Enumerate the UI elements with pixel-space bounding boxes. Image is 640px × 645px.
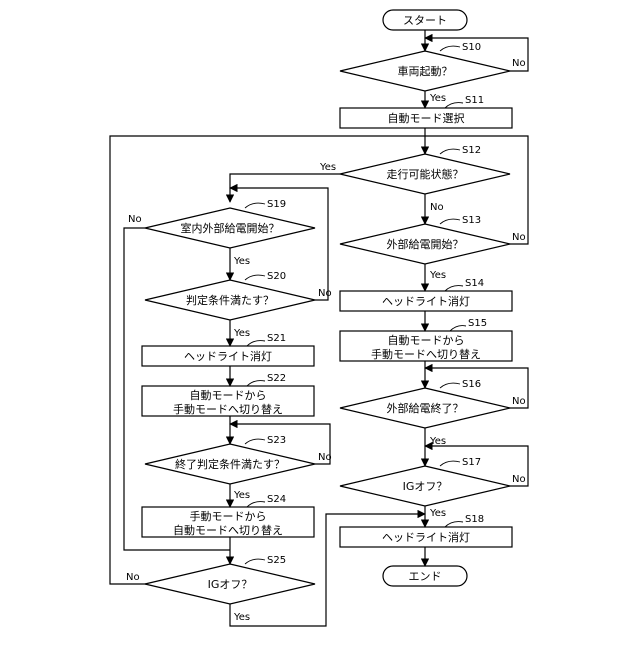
- svg-text:S25: S25: [267, 555, 286, 566]
- process-s22: 自動モードから 手動モードへ切り替え S22: [142, 373, 314, 416]
- svg-text:S13: S13: [462, 215, 481, 226]
- svg-text:No: No: [318, 288, 332, 299]
- end-terminal: エンド: [383, 566, 467, 586]
- svg-text:スタート: スタート: [403, 14, 447, 27]
- svg-text:Yes: Yes: [429, 436, 446, 447]
- svg-text:Yes: Yes: [233, 328, 250, 339]
- svg-text:S24: S24: [267, 494, 286, 505]
- svg-text:室内外部給電開始？: 室内外部給電開始？: [181, 221, 280, 235]
- svg-text:エンド: エンド: [409, 570, 442, 583]
- svg-text:No: No: [512, 474, 526, 485]
- svg-text:S10: S10: [462, 42, 481, 53]
- decision-s19: 室内外部給電開始？ S19: [145, 199, 315, 248]
- svg-text:S22: S22: [267, 373, 286, 384]
- svg-text:外部給電開始？: 外部給電開始？: [387, 237, 464, 251]
- svg-text:No: No: [512, 58, 526, 69]
- svg-text:S15: S15: [468, 318, 487, 329]
- process-s18: ヘッドライト消灯 S18: [340, 514, 512, 547]
- svg-text:S11: S11: [465, 95, 484, 106]
- svg-text:S23: S23: [267, 435, 286, 446]
- svg-text:Yes: Yes: [319, 162, 336, 173]
- process-s11: 自動モード選択 S11: [340, 95, 512, 128]
- svg-text:S12: S12: [462, 145, 481, 156]
- process-s14: ヘッドライト消灯 S14: [340, 278, 512, 311]
- svg-text:自動モードへ切り替え: 自動モードへ切り替え: [173, 523, 283, 537]
- svg-text:自動モードから: 自動モードから: [190, 388, 267, 402]
- svg-text:ヘッドライト消灯: ヘッドライト消灯: [382, 530, 470, 544]
- svg-text:Yes: Yes: [233, 256, 250, 267]
- svg-text:走行可能状態？: 走行可能状態？: [387, 167, 464, 181]
- svg-text:車両起動？: 車両起動？: [398, 64, 453, 78]
- process-s21: ヘッドライト消灯 S21: [142, 333, 314, 366]
- svg-text:手動モードへ切り替え: 手動モードへ切り替え: [173, 402, 283, 416]
- svg-text:Yes: Yes: [429, 270, 446, 281]
- process-s24: 手動モードから 自動モードへ切り替え S24: [142, 494, 314, 537]
- svg-text:S14: S14: [465, 278, 484, 289]
- svg-text:No: No: [128, 214, 142, 225]
- svg-text:No: No: [512, 396, 526, 407]
- svg-text:Yes: Yes: [233, 490, 250, 501]
- svg-text:自動モードから: 自動モードから: [388, 333, 465, 347]
- svg-text:判定条件満たす？: 判定条件満たす？: [186, 293, 274, 307]
- svg-text:No: No: [318, 452, 332, 463]
- svg-text:ヘッドライト消灯: ヘッドライト消灯: [382, 294, 470, 308]
- svg-text:IGオフ？: IGオフ？: [208, 578, 253, 591]
- svg-text:S21: S21: [267, 333, 286, 344]
- svg-text:ヘッドライト消灯: ヘッドライト消灯: [184, 349, 272, 363]
- svg-text:S19: S19: [267, 199, 286, 210]
- start-terminal: スタート: [383, 10, 467, 30]
- svg-text:No: No: [430, 202, 444, 213]
- svg-text:外部給電終了？: 外部給電終了？: [387, 401, 464, 415]
- svg-text:Yes: Yes: [429, 508, 446, 519]
- svg-text:Yes: Yes: [429, 93, 446, 104]
- svg-text:S16: S16: [462, 379, 481, 390]
- svg-text:終了判定条件満たす？: 終了判定条件満たす？: [175, 457, 285, 471]
- svg-text:自動モード選択: 自動モード選択: [388, 111, 465, 125]
- svg-text:No: No: [512, 232, 526, 243]
- svg-text:Yes: Yes: [233, 612, 250, 623]
- process-s15: 自動モードから 手動モードへ切り替え S15: [340, 318, 512, 361]
- svg-text:S18: S18: [465, 514, 484, 525]
- svg-text:S20: S20: [267, 271, 286, 282]
- svg-text:No: No: [126, 572, 140, 583]
- svg-text:手動モードから: 手動モードから: [190, 509, 267, 523]
- svg-text:手動モードへ切り替え: 手動モードへ切り替え: [371, 347, 481, 361]
- svg-text:S17: S17: [462, 457, 481, 468]
- svg-text:IGオフ？: IGオフ？: [403, 480, 448, 493]
